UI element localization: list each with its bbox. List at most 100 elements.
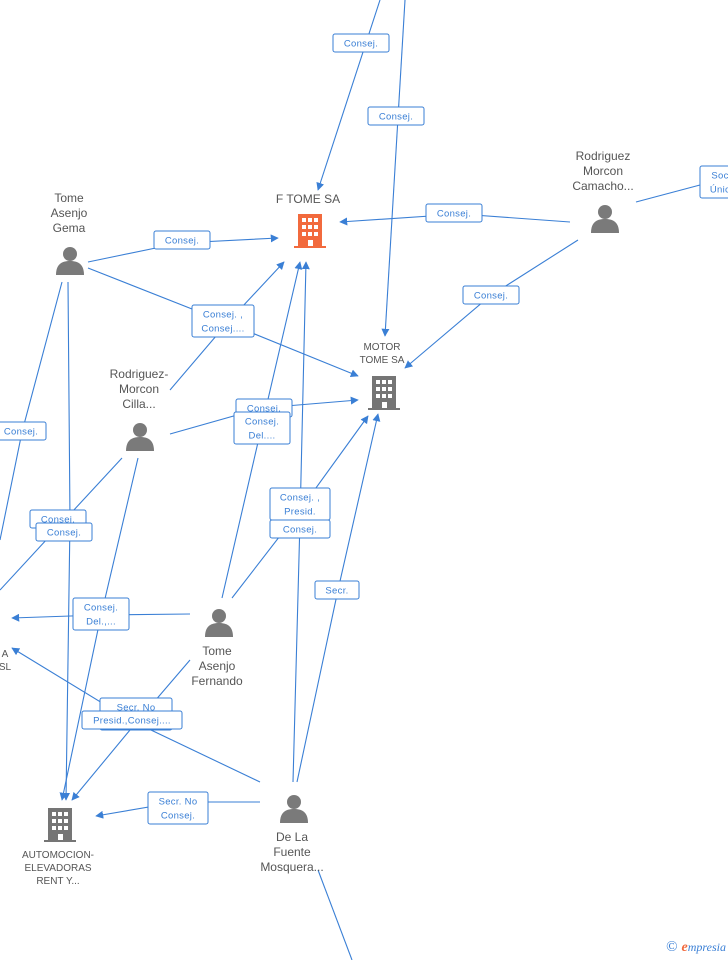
- building-icon: [44, 808, 76, 842]
- edge-label-text: Consej. ,: [203, 310, 243, 321]
- node-label-line: ELEVADORAS: [24, 863, 91, 874]
- edge-label-text: Consej.: [344, 39, 378, 50]
- node-label-line: RENT Y...: [36, 876, 79, 887]
- node-label: F TOME SA: [276, 192, 340, 206]
- edge-label-text: Secr. No: [117, 703, 156, 714]
- edge-label-text: Secr.: [325, 586, 348, 597]
- edge-rmc-soc: [635, 184, 701, 203]
- node-label-line: A: [2, 649, 9, 660]
- edge-label: Consej. Del....: [233, 411, 291, 445]
- edge-label-text: Consej.: [165, 236, 199, 247]
- node-label-line: F TOME SA: [276, 192, 340, 206]
- edge-label-text: Presid.: [284, 507, 316, 518]
- node-label: A SL: [0, 649, 12, 673]
- node-label-line: Fuente: [273, 845, 311, 859]
- edge-label-box: [314, 580, 360, 600]
- person-icon: [56, 247, 84, 275]
- edge-top1-ftome: [316, 0, 381, 191]
- node-label-line: De La: [276, 830, 308, 844]
- company-left-partial[interactable]: A SL: [0, 649, 12, 673]
- brand-initial: e: [681, 940, 688, 955]
- edge-label: Secr.: [314, 580, 360, 600]
- edge-label-text: Del.,...: [86, 617, 116, 628]
- node-label-line: Asenjo: [199, 659, 236, 673]
- edge-label-text: Consej. ,: [280, 493, 320, 504]
- edge-label: Consej.: [35, 522, 93, 542]
- edge-label: Consej.Del.,...: [72, 597, 130, 631]
- edge-label-text: Consej.: [379, 112, 413, 123]
- edge-label-box: [233, 411, 291, 445]
- person-icon: [126, 423, 154, 451]
- edge-label-text: Consej.: [245, 417, 279, 428]
- edge-label-text: Secr. No: [159, 797, 198, 808]
- edge-label-text: Consej.: [283, 525, 317, 536]
- edge-label-box: [269, 519, 331, 539]
- edge-label-text: Consej.: [437, 209, 471, 220]
- node-label-line: Asenjo: [51, 206, 88, 220]
- edge-label-box: [462, 285, 520, 305]
- building-icon: [294, 214, 326, 248]
- edge-label: Consej.: [0, 421, 47, 441]
- empresia-copyright[interactable]: ©empresia: [666, 939, 726, 956]
- edge-label: Consej.: [332, 33, 390, 53]
- node-label-line: Camacho...: [572, 179, 633, 193]
- edge-label: Presid.,Consej....: [81, 710, 183, 730]
- company-automocion-elevadoras[interactable]: AUTOMOCION- ELEVADORAS RENT Y...: [22, 808, 94, 887]
- edge-label-box: [81, 710, 183, 730]
- edge-label-box: [35, 522, 93, 542]
- company-ftome-sa[interactable]: F TOME SA: [276, 192, 340, 248]
- node-label-line: SL: [0, 662, 12, 673]
- edge-label-text: Consej.: [4, 427, 38, 438]
- node-label-line: MOTOR: [363, 342, 400, 353]
- node-label-line: AUTOMOCION-: [22, 850, 94, 861]
- edge-label: Consej.: [425, 203, 483, 223]
- edge-label-text: Consej.: [47, 528, 81, 539]
- edge-label: Consej. ,Consej....: [191, 304, 255, 338]
- node-label-line: Cilla...: [122, 397, 155, 411]
- node-label-line: Tome: [54, 191, 84, 205]
- edge-label-box: [72, 597, 130, 631]
- edge-label-box: [425, 203, 483, 223]
- edge-labels: Consej. Consej. Consej. Consej. SocÚnic …: [0, 33, 728, 825]
- edge-label: Consej.: [153, 230, 211, 250]
- edge-label: Consej. , Presid.: [269, 487, 331, 521]
- node-label-line: Morcon: [583, 164, 623, 178]
- edge-label-text: Consej.: [474, 291, 508, 302]
- node-label-line: Rodriguez-: [110, 367, 169, 381]
- node-label-line: Tome: [202, 644, 232, 658]
- node-label-line: Morcon: [119, 382, 159, 396]
- edge-label-box: [191, 304, 255, 338]
- edge-label-text: Consej.: [161, 811, 195, 822]
- node-label-line: TOME SA: [360, 355, 405, 366]
- edge-label-text: Consej.: [41, 515, 75, 526]
- node-label-line: Gema: [53, 221, 86, 235]
- edge-tag-left: [0, 281, 63, 541]
- node-label-line: Mosquera...: [260, 860, 323, 874]
- edge-label: Secr. No Consej.: [147, 791, 209, 825]
- edge-dlf-bottom: [317, 869, 353, 960]
- node-label: MOTOR TOME SA: [360, 342, 405, 366]
- edge-label-box: [699, 165, 728, 199]
- node-label: AUTOMOCION- ELEVADORAS RENT Y...: [22, 850, 94, 887]
- person-icon: [205, 609, 233, 637]
- company-motor-tome-sa[interactable]: MOTOR TOME SA: [360, 342, 405, 410]
- edge-label-text: Soc: [711, 171, 728, 182]
- edge-label-box: [0, 421, 47, 441]
- edge-label-text: Del....: [249, 431, 276, 442]
- node-label-line: Fernando: [191, 674, 243, 688]
- edge-label-box: [367, 106, 425, 126]
- edge-label: Consej.: [269, 519, 331, 539]
- edge-label-text: Únic: [710, 185, 728, 196]
- person-icon: [591, 205, 619, 233]
- person-icon: [280, 795, 308, 823]
